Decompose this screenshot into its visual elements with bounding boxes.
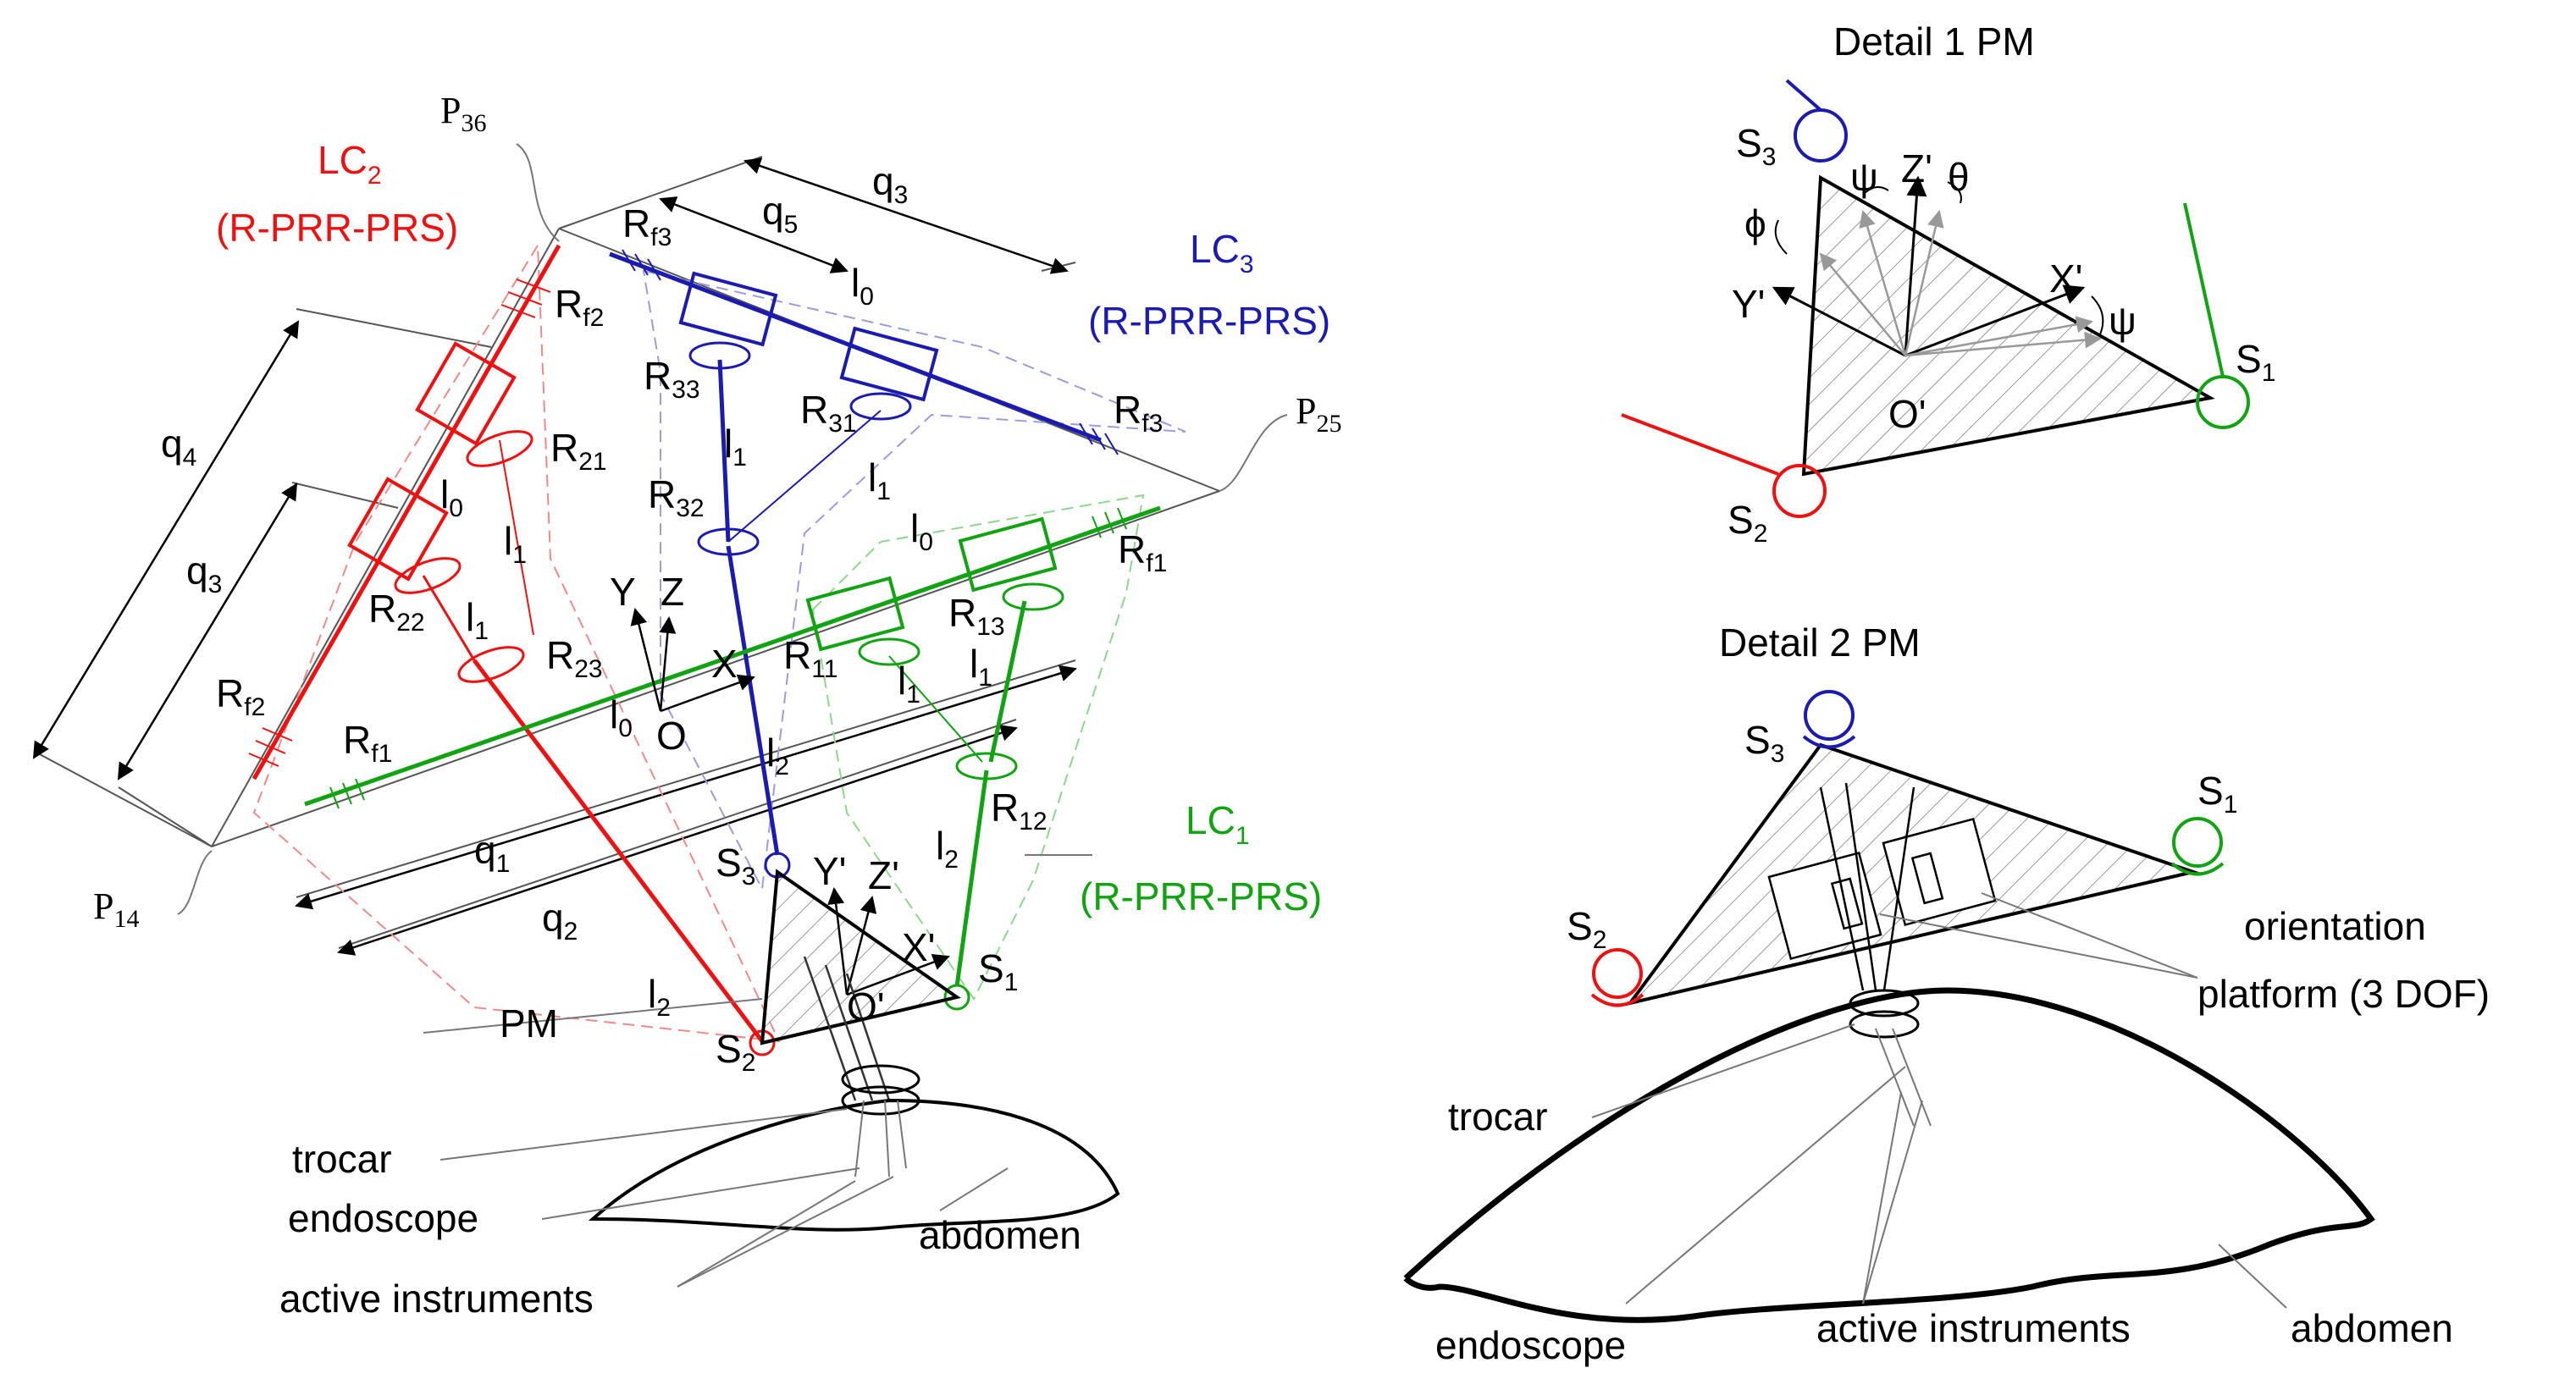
detail2-title: Detail 2 PM [1719, 621, 1921, 665]
xp-label: X' [902, 925, 935, 969]
r22-label: R22 [368, 587, 425, 637]
s1-label: S1 [978, 946, 1018, 996]
base-frame-axes [630, 608, 755, 713]
r23-label: R23 [546, 633, 603, 683]
detail-2: Detail 2 PM [1403, 621, 2490, 1367]
pm-label: PM [500, 1001, 558, 1045]
d1-psi-top-label: ψ [1850, 155, 1878, 199]
d2-abdomen-label: abdomen [2291, 1306, 2453, 1350]
abdomen-label: abdomen [919, 1213, 1081, 1257]
point-p36-label: P36 [440, 90, 486, 137]
q5-label: q5 [762, 189, 798, 239]
s3-label: S3 [716, 841, 755, 891]
lc3-type-label: (R-PRR-PRS) [1088, 299, 1330, 343]
orientation-label: orientation [2244, 904, 2426, 948]
d2-endoscope-label: endoscope [1435, 1323, 1626, 1367]
l2-red-label: l2 [648, 972, 671, 1022]
point-p25-label: P25 [1296, 390, 1341, 438]
axis-x-label: X [711, 642, 738, 686]
d2-s1-label: S1 [2197, 769, 2237, 819]
d1-s3-label: S3 [1736, 121, 1776, 171]
d1-s1-label: S1 [2236, 337, 2275, 387]
d1-psi-right-label: ψ [2109, 299, 2137, 343]
origin-o-label: O [656, 714, 687, 758]
platform-3dof-label: platform (3 DOF) [2197, 972, 2490, 1016]
rf1-right-label: Rf1 [1118, 527, 1167, 577]
rf3-right-label: Rf3 [1114, 388, 1163, 438]
abdomen-shape [588, 1064, 1120, 1232]
s2-label: S2 [716, 1027, 755, 1077]
rf2-top-label: Rf2 [555, 282, 604, 332]
l1-green-right-label: l1 [970, 642, 992, 692]
d1-theta-label: θ [1948, 155, 1970, 199]
l2-green-label: l2 [936, 824, 959, 874]
rf2-bottom-label: Rf2 [216, 671, 265, 721]
lc2-label: LC2 [318, 138, 382, 190]
leg-lc1 [304, 494, 1161, 1011]
d1-op-label: O' [1888, 392, 1926, 436]
q3-top-label: q3 [872, 159, 908, 209]
point-p14-label: P14 [93, 885, 139, 933]
l1-blue-right-label: l1 [868, 455, 891, 505]
detail1-title: Detail 1 PM [1833, 19, 2035, 63]
leader-lines [177, 143, 1288, 1288]
q3-left-label: q3 [186, 549, 222, 598]
lc3-label: LC3 [1190, 227, 1254, 279]
r33-label: R33 [644, 354, 700, 404]
d2-trocar-label: trocar [1448, 1095, 1548, 1139]
yp-label: Y' [813, 849, 846, 893]
rf3-left-label: Rf3 [622, 201, 672, 251]
lc2-type-label: (R-PRR-PRS) [216, 206, 458, 250]
r12-label: R12 [991, 786, 1048, 836]
zp-label: Z' [868, 853, 899, 897]
d1-zp-label: Z' [1901, 146, 1932, 190]
op-label: O' [847, 985, 885, 1029]
l0-origin-label: l0 [610, 692, 633, 742]
lc1-type-label: (R-PRR-PRS) [1080, 874, 1322, 918]
l2-blue-label: l2 [766, 731, 789, 780]
l1-red-label: l1 [504, 519, 527, 569]
r21-label: R21 [550, 426, 607, 476]
d1-s2-label: S2 [1727, 498, 1767, 548]
r31-label: R31 [800, 388, 857, 438]
main-diagram: LC2 (R-PRR-PRS) LC3 (R-PRR-PRS) LC1 (R-P… [32, 90, 1341, 1321]
d1-yp-label: Y' [1732, 282, 1765, 326]
r13-label: R13 [948, 591, 1005, 641]
r11-label: R11 [783, 633, 837, 683]
lc1-label: LC1 [1186, 798, 1250, 850]
d2-active-instruments-label: active instruments [1816, 1306, 2131, 1350]
platform-pm [760, 869, 961, 1101]
detail-1: Detail 1 PM S3 S1 [1621, 19, 2275, 548]
q1-label: q1 [474, 828, 510, 878]
axis-y-label: Y [610, 570, 636, 614]
d2-s3-label: S3 [1744, 718, 1784, 768]
trocar-label: trocar [292, 1137, 392, 1181]
d1-phi-label: ϕ [1744, 201, 1766, 245]
active-instruments-label: active instruments [279, 1277, 594, 1321]
l0-red-label: l0 [440, 472, 463, 522]
leg-lc2 [248, 242, 781, 1056]
r32-label: R32 [648, 472, 705, 522]
l0-blue-label: l0 [851, 261, 874, 311]
d2-s2-label: S2 [1567, 904, 1606, 954]
l1-red-lower-label: l1 [466, 595, 489, 645]
l1-green-label: l1 [898, 659, 920, 709]
l1-blue-label: l1 [724, 422, 747, 472]
l0-green-label: l0 [910, 506, 933, 556]
q4-label: q4 [161, 422, 196, 472]
q2-label: q2 [542, 896, 578, 946]
axis-z-label: Z [661, 570, 684, 614]
dimension-arrows [32, 157, 1077, 956]
endoscope-label: endoscope [288, 1196, 478, 1240]
leg-lc3 [609, 249, 1186, 892]
rf1-left-label: Rf1 [343, 718, 392, 768]
d1-xp-label: X' [2049, 256, 2082, 301]
